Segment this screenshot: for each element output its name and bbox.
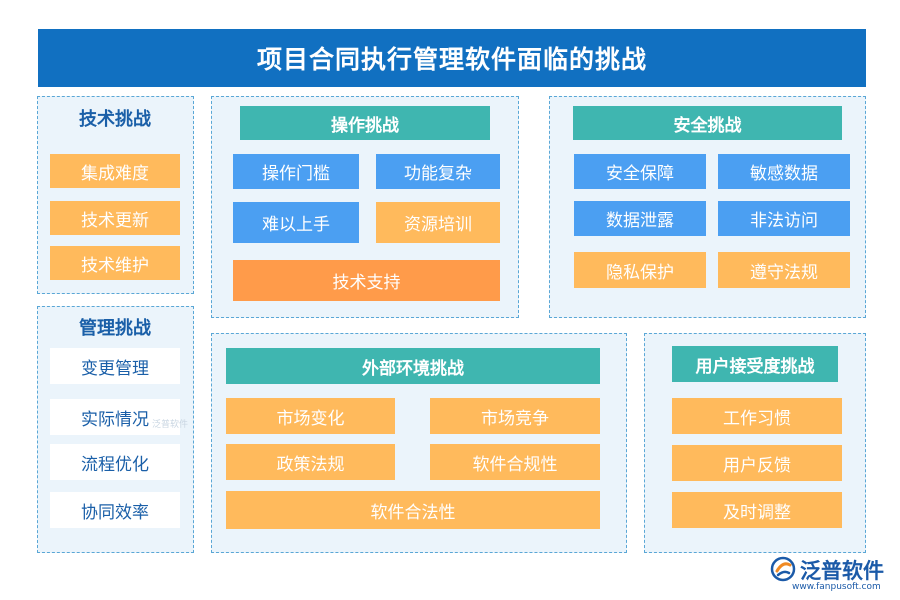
tech-item-maintenance: 技术维护 — [50, 246, 180, 280]
page-title: 项目合同执行管理软件面临的挑战 — [38, 29, 866, 87]
ops-item-hard-to-learn: 难以上手 — [233, 202, 359, 243]
fanpu-logo-icon — [770, 556, 796, 582]
ops-item-training: 资源培训 — [376, 202, 500, 243]
mgmt-item-actual: 实际情况 — [50, 399, 180, 435]
external-challenge-heading: 外部环境挑战 — [226, 348, 600, 384]
tech-item-update: 技术更新 — [50, 201, 180, 235]
external-item-competition: 市场竞争 — [430, 398, 600, 434]
tech-challenge-heading: 技术挑战 — [79, 109, 151, 130]
ops-item-complex: 功能复杂 — [376, 154, 500, 189]
mgmt-item-collaboration: 协同效率 — [50, 492, 180, 528]
watermark-text: 泛普软件 — [152, 420, 189, 430]
mgmt-item-process: 流程优化 — [50, 444, 180, 480]
user-item-feedback: 用户反馈 — [672, 445, 842, 481]
user-item-adjustment: 及时调整 — [672, 492, 842, 528]
ops-challenge-heading: 操作挑战 — [240, 106, 490, 140]
external-item-market-change: 市场变化 — [226, 398, 395, 434]
user-challenge-heading: 用户接受度挑战 — [672, 346, 838, 382]
external-item-policy: 政策法规 — [226, 444, 395, 480]
user-item-work-habits: 工作习惯 — [672, 398, 842, 434]
ops-item-threshold: 操作门槛 — [233, 154, 359, 189]
security-challenge-heading: 安全挑战 — [573, 106, 842, 140]
security-item-illegal-access: 非法访问 — [718, 201, 850, 236]
mgmt-challenge-heading: 管理挑战 — [79, 318, 151, 339]
tech-item-integration: 集成难度 — [50, 154, 180, 188]
security-item-privacy: 隐私保护 — [574, 252, 706, 288]
security-item-compliance: 遵守法规 — [718, 252, 850, 288]
external-item-software-legality: 软件合法性 — [226, 491, 600, 529]
security-item-assurance: 安全保障 — [574, 154, 706, 189]
mgmt-item-change: 变更管理 — [50, 348, 180, 384]
external-item-software-compliance: 软件合规性 — [430, 444, 600, 480]
ops-item-tech-support: 技术支持 — [233, 260, 500, 301]
logo-url: www.fanpusoft.com — [792, 582, 881, 592]
logo-name: 泛普软件 — [800, 559, 884, 583]
security-item-data-leak: 数据泄露 — [574, 201, 706, 236]
security-item-sensitive-data: 敏感数据 — [718, 154, 850, 189]
